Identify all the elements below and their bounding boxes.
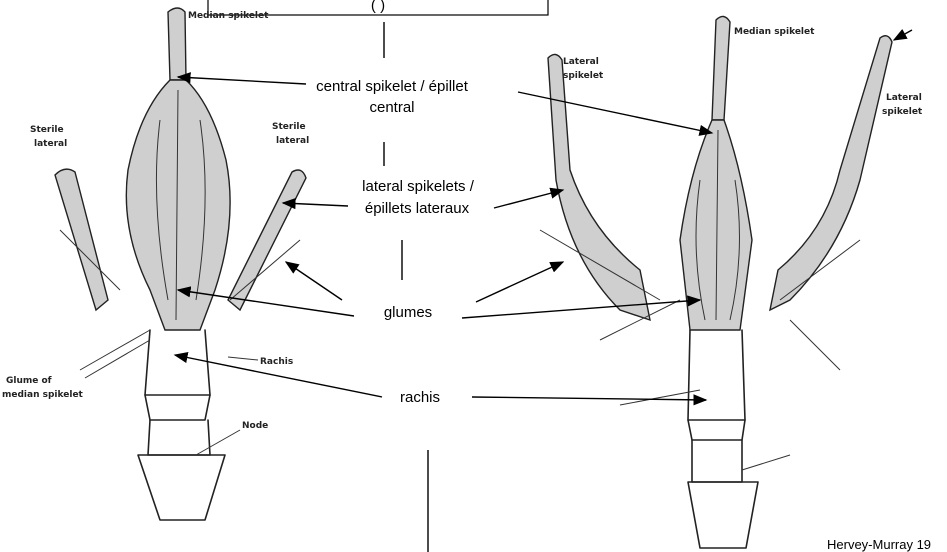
central-spikelet-label-line1: central spikelet / épillet (316, 78, 469, 95)
left-spikelet-drawing (55, 8, 306, 520)
glumes-arrow-lower-right (462, 300, 700, 318)
lateral-arrow-right (494, 190, 563, 208)
right-lateral-left-line2: spikelet (563, 71, 604, 81)
central-arrow-left (178, 77, 306, 84)
credit-label: Hervey-Murray 19 (827, 537, 931, 552)
left-median-spikelet-label: Median spikelet (188, 11, 269, 21)
right-lateral-right-line1: Lateral (886, 93, 922, 103)
node-leader (196, 430, 240, 455)
right-median-spikelet-label: Median spikelet (734, 27, 815, 37)
header-box-text: ( ) (371, 0, 385, 14)
glumes-arrow-upper-right (476, 262, 563, 302)
right-sterile-lateral-line2: lateral (276, 136, 309, 146)
rachis-label: rachis (400, 389, 440, 406)
left-rachis-label: Rachis (260, 357, 293, 367)
right-sterile-lateral-line1: Sterile (272, 122, 306, 132)
left-sterile-lateral-line1: Sterile (30, 125, 64, 135)
central-arrow-right (518, 92, 712, 133)
glumes-arrow-upper-left (286, 262, 342, 300)
central-spikelet-label-line2: central (369, 99, 414, 116)
lateral-spikelets-label-line2: épillets lateraux (365, 200, 470, 217)
top-right-small-arrow (894, 30, 912, 40)
right-lateral-right-line2: spikelet (882, 107, 923, 117)
glume-of-median-line2: median spikelet (2, 390, 84, 400)
rachis-arrow-right (472, 397, 706, 400)
glume-of-median-line1: Glume of (6, 376, 52, 386)
right-spikelet-drawing (540, 16, 892, 548)
rachis-leader (228, 357, 258, 360)
left-node-label: Node (242, 421, 268, 431)
left-sterile-lateral-line2: lateral (34, 139, 67, 149)
lateral-spikelets-label-line1: lateral spikelets / (362, 178, 475, 195)
right-lateral-left-line1: Lateral (563, 57, 599, 67)
glumes-label: glumes (384, 304, 432, 321)
